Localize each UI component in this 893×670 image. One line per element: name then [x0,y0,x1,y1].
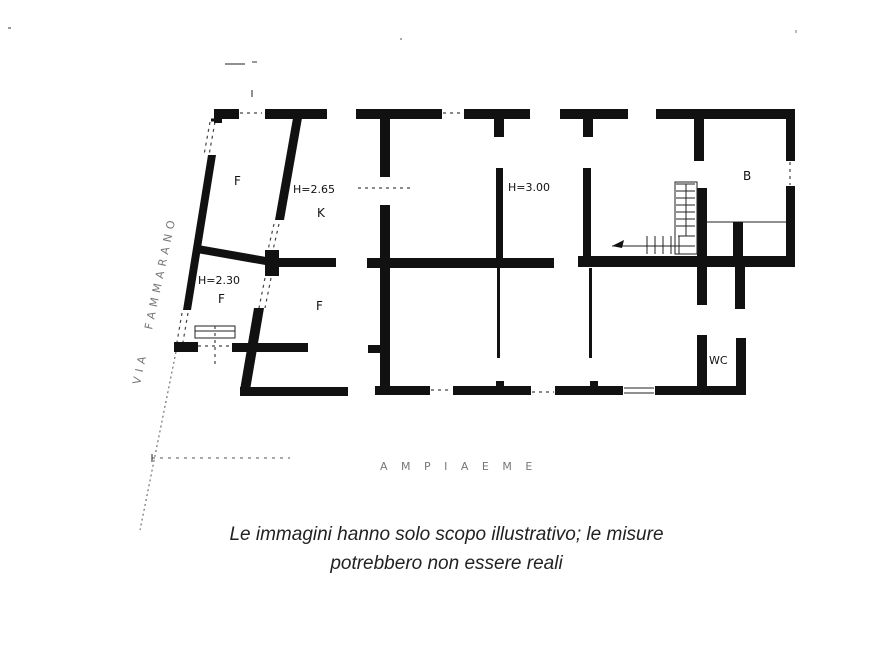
scan-marks [8,27,797,97]
height-label-f-small: H=2.30 [198,274,240,287]
disclaimer-line-1: Le immagini hanno solo scopo illustrativ… [229,524,664,545]
street-label-name: FAMMARANO [142,214,179,330]
room-label-b: B [743,169,751,183]
room-label-wc: WC [709,354,728,367]
street-label-via: VIA [130,350,150,385]
staircase-icon [612,181,698,255]
disclaimer: Le immagini hanno solo scopo illustrativ… [0,520,893,578]
room-label-f-small: F [218,292,225,306]
room-label-k: K [317,206,326,220]
left-wing-walls [139,109,348,531]
height-label-k: H=2.65 [293,183,335,196]
room-label-f-bottom: F [316,299,323,313]
disclaimer-line-2: potrebbero non essere reali [330,553,563,574]
main-walls [240,109,795,395]
street-label-bottom: A M P I A E M E [380,460,537,473]
height-label-central: H=3.00 [508,181,550,194]
room-label-f-top: F [234,174,241,188]
room-labels: F H=2.65 K H=2.30 F F H=3.00 B WC [198,169,751,367]
